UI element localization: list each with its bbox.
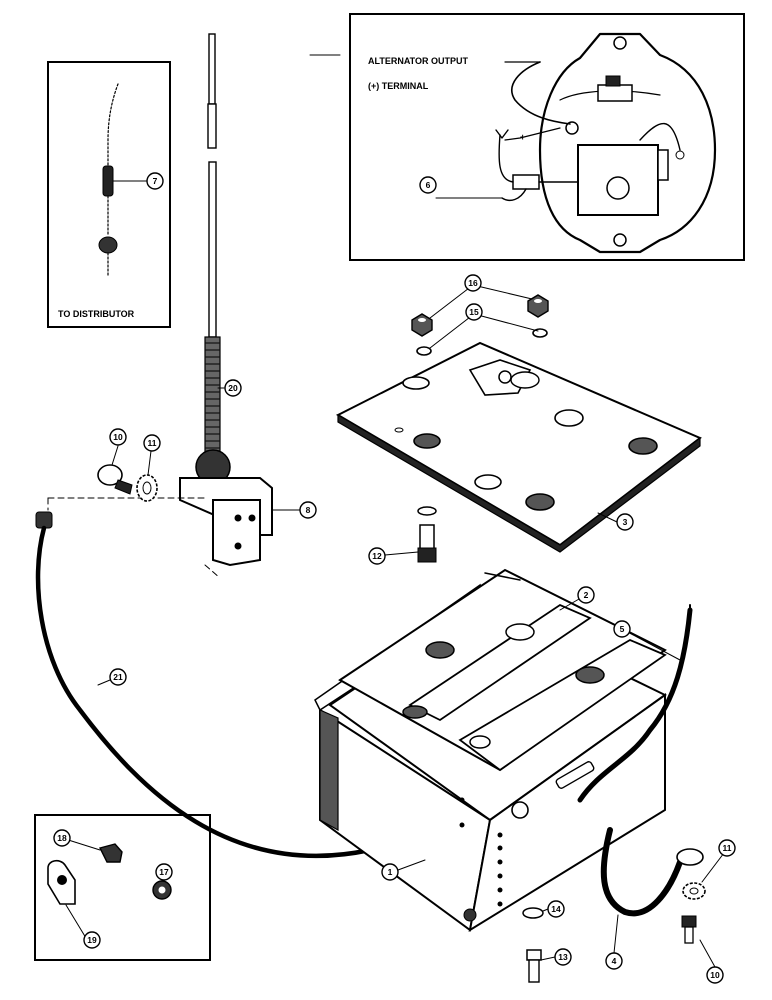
callout-14: 14 — [547, 900, 565, 918]
alternator-output-label: ALTERNATOR OUTPUT — [368, 56, 468, 66]
callout-5: 5 — [613, 620, 631, 638]
callout-7: 7 — [146, 172, 164, 190]
svg-text:10: 10 — [710, 970, 720, 980]
power-lead — [577, 604, 693, 803]
clips-inset — [34, 814, 211, 961]
callout-21: 21 — [109, 668, 127, 686]
svg-text:7: 7 — [153, 176, 158, 186]
callout-11-strap: 11 — [718, 839, 736, 857]
callout-17: 17 — [155, 863, 173, 881]
callout-19: 19 — [83, 931, 101, 949]
plate-washers — [416, 328, 548, 356]
svg-text:8: 8 — [306, 505, 311, 515]
alternator-inset: ALTERNATOR OUTPUT (+) TERMINAL + — [349, 13, 745, 261]
svg-text:6: 6 — [426, 180, 431, 190]
bracket-lock-washer — [136, 474, 158, 502]
callout-20: 20 — [224, 379, 242, 397]
callout-1: 1 — [381, 863, 399, 881]
svg-text:17: 17 — [159, 867, 169, 877]
distributor-label: TO DISTRIBUTOR — [58, 309, 135, 319]
antenna-assembly — [47, 33, 273, 579]
svg-text:4: 4 — [612, 956, 617, 966]
callout-18: 18 — [53, 829, 71, 847]
svg-text:19: 19 — [87, 935, 97, 945]
svg-text:20: 20 — [228, 383, 238, 393]
svg-text:18: 18 — [57, 833, 67, 843]
suppressor-resistor — [102, 165, 114, 197]
svg-text:16: 16 — [468, 278, 478, 288]
mounting-bracket — [179, 477, 273, 567]
callout-16: 16 — [464, 274, 482, 292]
svg-text:10: 10 — [113, 432, 123, 442]
svg-text:11: 11 — [148, 438, 157, 448]
strap-lock-washer — [682, 882, 706, 900]
mounting-plate — [335, 341, 702, 553]
plate-bolt — [417, 506, 437, 563]
svg-text:5: 5 — [620, 624, 625, 634]
strap-bolt — [681, 915, 697, 944]
callout-15: 15 — [465, 303, 483, 321]
terminal-plus-sign: + — [520, 132, 525, 142]
alternator-body — [538, 32, 717, 254]
antenna-spring — [204, 336, 221, 453]
distributor-boot — [98, 236, 118, 254]
svg-text:2: 2 — [584, 590, 589, 600]
callout-13: 13 — [554, 948, 572, 966]
callout-10-bracket: 10 — [109, 428, 127, 446]
radio-mounting-bracket — [338, 568, 667, 772]
distributor-inset: TO DISTRIBUTOR — [47, 61, 171, 328]
callout-4: 4 — [605, 952, 623, 970]
callout-3: 3 — [616, 513, 634, 531]
callout-6: 6 — [419, 176, 437, 194]
callout-10-strap: 10 — [706, 966, 724, 984]
svg-text:13: 13 — [558, 952, 568, 962]
svg-text:21: 21 — [113, 672, 123, 682]
receiver-bolt — [526, 949, 542, 983]
svg-text:3: 3 — [623, 517, 628, 527]
terminal-label: (+) TERMINAL — [368, 81, 429, 91]
bracket-bolt — [97, 464, 133, 495]
svg-text:15: 15 — [469, 307, 479, 317]
callout-11-bracket: 11 — [143, 434, 161, 452]
plate-nuts — [411, 294, 549, 337]
callout-2: 2 — [577, 586, 595, 604]
capacitor — [512, 174, 540, 190]
svg-text:1: 1 — [388, 867, 393, 877]
svg-text:11: 11 — [723, 843, 732, 853]
callout-12: 12 — [368, 547, 386, 565]
svg-text:12: 12 — [372, 551, 382, 561]
callout-8: 8 — [299, 501, 317, 519]
cable-clip — [98, 843, 123, 863]
svg-text:14: 14 — [551, 904, 561, 914]
receiver-washer — [522, 907, 544, 919]
ground-strap — [600, 827, 704, 917]
